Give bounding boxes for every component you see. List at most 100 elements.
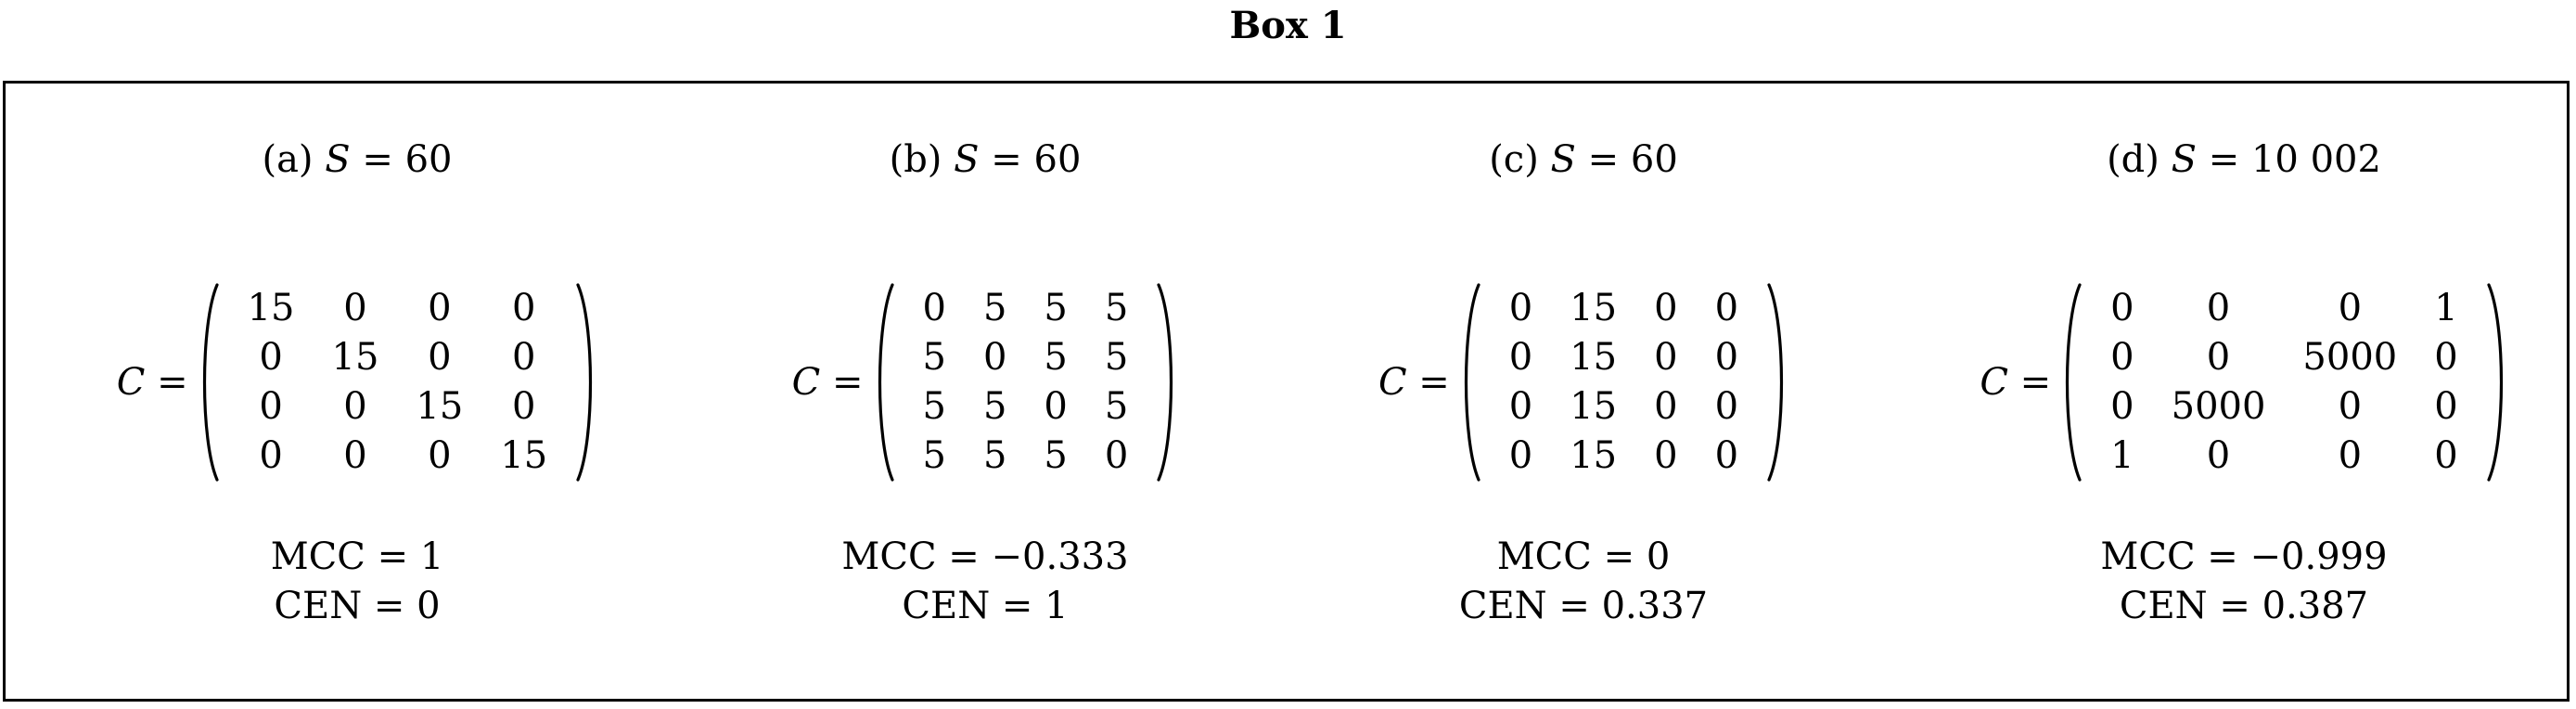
matrix-cell: 0 <box>2338 385 2363 428</box>
matrix-variable: C <box>1980 361 2008 404</box>
matrix-cell: 0 <box>428 336 452 379</box>
matrix-cell: 0 <box>922 287 946 329</box>
matrix-cell: 5 <box>1044 287 1068 329</box>
matrix-cell: 0 <box>428 434 452 477</box>
matrix-cell: 5 <box>1104 336 1129 379</box>
matrix-cell: 0 <box>512 336 536 379</box>
matrix-cell: 0 <box>2434 336 2458 379</box>
equals-sign: = <box>1406 361 1450 404</box>
matrix-cell: 0 <box>2110 385 2134 428</box>
matrix-cell: 0 <box>1714 434 1739 477</box>
matrix-cell: 5 <box>922 336 946 379</box>
matrix-cell: 0 <box>2206 336 2231 379</box>
matrix-cell: 0 <box>1044 385 1068 428</box>
panel-label: (a) <box>262 138 314 181</box>
matrix-cell: 0 <box>1654 385 1678 428</box>
left-paren <box>1459 282 1481 483</box>
matrix-lhs: C = <box>792 361 864 404</box>
panel-title: (a) S = 60 <box>51 136 663 183</box>
matrix-cell: 15 <box>1570 287 1618 329</box>
matrix-cell: 0 <box>343 434 367 477</box>
matrix-cell: 15 <box>1570 385 1618 428</box>
mcc-value: MCC = −0.999 <box>2100 535 2388 578</box>
right-paren <box>1766 282 1788 483</box>
matrix-row: 0 0 0 1 <box>2092 284 2477 333</box>
matrix-cell: 0 <box>1714 287 1739 329</box>
matrix-cell: 15 <box>247 287 295 329</box>
matrix-variable: C <box>791 361 821 404</box>
panel-title: (b) S = 60 <box>679 136 1291 183</box>
matrix-cell: 0 <box>1654 336 1678 379</box>
matrix-cell: 0 <box>1654 434 1678 477</box>
matrix-cell: 0 <box>1714 385 1739 428</box>
matrix-cell: 5 <box>1044 336 1068 379</box>
matrix-cell: 0 <box>2434 434 2458 477</box>
matrix-cell: 0 <box>2338 287 2363 329</box>
panel-label: (b) <box>889 138 942 181</box>
matrix-cell: 5 <box>1044 434 1068 477</box>
matrix-cell: 5 <box>982 434 1007 477</box>
panel-title: (d) S = 10 002 <box>1938 136 2550 183</box>
cen-value: CEN = 1 <box>902 585 1069 627</box>
equals-sign: = <box>2197 138 2251 181</box>
panel-label: (c) <box>1489 138 1539 181</box>
matrix-cell: 0 <box>259 385 283 428</box>
sum-variable: S <box>2171 138 2198 181</box>
matrix-cell: 0 <box>1508 385 1533 428</box>
matrix-cell: 0 <box>1508 336 1533 379</box>
matrix-cell: 0 <box>2110 336 2134 379</box>
right-paren <box>2486 282 2508 483</box>
mcc-value: MCC = 1 <box>270 535 444 578</box>
matrix-cell: 0 <box>343 385 367 428</box>
matrix-lhs: C = <box>117 361 188 404</box>
matrix-cell: 0 <box>2110 287 2134 329</box>
matrix-cell: 5 <box>982 385 1007 428</box>
equals-sign: = <box>350 138 405 181</box>
equals-sign: = <box>2007 361 2052 404</box>
cen-value: CEN = 0 <box>274 585 441 627</box>
box-frame <box>3 81 2570 702</box>
matrix-cell: 1 <box>2434 287 2458 329</box>
mcc-value: MCC = −0.333 <box>841 535 1129 578</box>
matrix-cell: 5 <box>922 385 946 428</box>
panel-title: (c) S = 60 <box>1277 136 1890 183</box>
matrix-lhs: C = <box>1378 361 1450 404</box>
cen-value: CEN = 0.337 <box>1458 585 1709 627</box>
equals-sign: = <box>979 138 1034 181</box>
matrix-variable: C <box>116 361 146 404</box>
matrix-cell: 5 <box>1104 385 1129 428</box>
matrix-cell: 0 <box>1508 287 1533 329</box>
sum-variable: S <box>325 138 351 181</box>
sum-value: 10 002 <box>2250 138 2381 181</box>
matrix-cell: 0 <box>259 336 283 379</box>
matrix-cell: 0 <box>512 287 536 329</box>
matrix-cell: 0 <box>259 434 283 477</box>
sum-value: 60 <box>404 138 453 181</box>
matrix-lhs: C = <box>1980 361 2051 404</box>
sum-value: 60 <box>1033 138 1082 181</box>
matrix-cell: 5000 <box>2171 385 2266 428</box>
matrix-cell: 0 <box>2206 287 2231 329</box>
